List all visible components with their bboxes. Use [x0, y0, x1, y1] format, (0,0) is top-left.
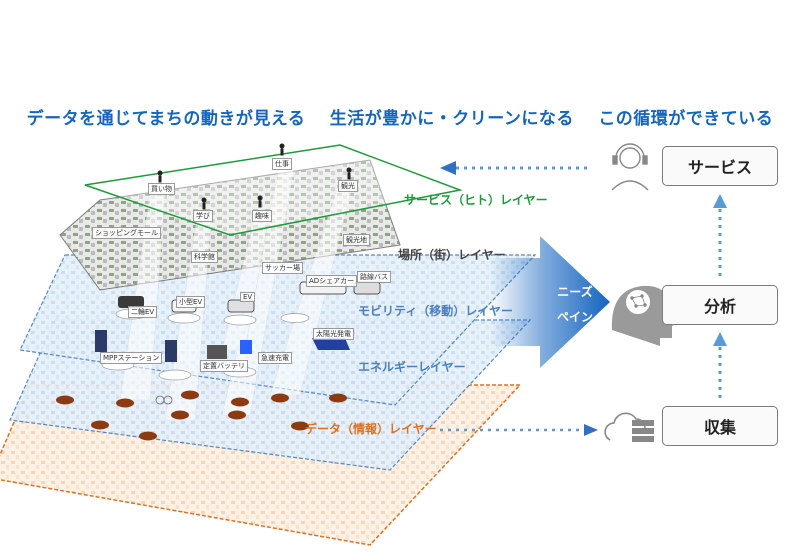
operator-icon: [611, 143, 649, 191]
analysis-to-service-arrowhead: [713, 194, 727, 208]
tag-route-bus: 路線バス: [357, 271, 391, 283]
headline: データを通じてまちの動きが見える 生活が豊かに・クリーンになる この循環ができて…: [0, 104, 800, 129]
tag-bike-ev: 二輪EV: [128, 306, 158, 318]
tag-shopping: 買い物: [148, 183, 175, 195]
service-box: サービス: [662, 146, 778, 186]
tag-science-museum: 科学館: [191, 251, 218, 263]
brain-head-icon: [611, 285, 678, 346]
tag-stadium: サッカー場: [262, 262, 303, 274]
tag-stationary-battery: 定置バッテリ: [200, 360, 248, 372]
headline-part-1: データを通じてまちの動きが見える: [26, 109, 306, 129]
data-ring: [163, 395, 173, 405]
tag-learning: 学び: [193, 210, 213, 222]
needs-label: ニーズ: [557, 285, 593, 299]
analysis-box: 分析: [662, 285, 778, 325]
service-layer-plane: [84, 144, 463, 236]
tag-ad-sharecar: ADシェアカー: [306, 275, 358, 287]
tag-small-ev: 小型EV: [176, 296, 206, 308]
headline-part-2: 生活が豊かに・クリーンになる: [329, 109, 574, 129]
person-icons: [157, 143, 352, 210]
tag-solar-power: 太陽光発電: [313, 328, 354, 340]
tag-hobby: 趣味: [252, 210, 272, 222]
mobility-layer-label: モビリティ（移動）レイヤー: [358, 304, 513, 318]
tag-ev: EV: [240, 292, 256, 302]
service-flow-arrowhead: [440, 161, 456, 175]
tag-mpp-station: MPPステーション: [100, 352, 163, 364]
needs-arrow: [490, 236, 610, 368]
data-layer-label: データ（情報）レイヤー: [305, 422, 437, 436]
tag-work: 仕事: [272, 158, 292, 170]
tag-quick-charge: 急速充電: [258, 352, 292, 364]
energy-icons: [95, 330, 350, 362]
tag-mall: ショッピングモール: [92, 227, 161, 239]
collect-to-analysis-arrowhead: [713, 332, 727, 346]
collect-box: 収集: [662, 406, 778, 446]
tag-sightseeing: 観光: [338, 180, 358, 192]
data-points: [56, 390, 347, 441]
pain-label: ペイン: [556, 310, 593, 324]
energy-layer-label: エネルギーレイヤー: [358, 360, 466, 374]
headline-part-3: この循環ができている: [598, 109, 774, 129]
tag-tourist-spot: 観光地: [343, 234, 370, 246]
place-layer-label: 場所（街）レイヤー: [398, 248, 506, 262]
cloud-server-icon: [604, 412, 654, 442]
service-layer-label: サービス（ヒト）レイヤー: [404, 193, 548, 207]
data-flow-arrowhead: [584, 424, 598, 436]
